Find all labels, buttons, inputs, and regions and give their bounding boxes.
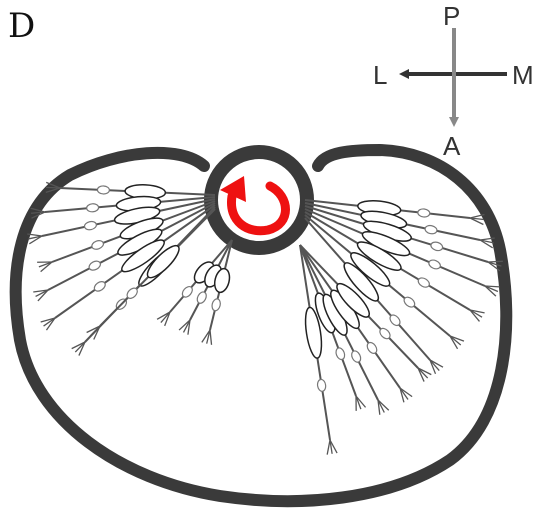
compass-label-medial: M bbox=[512, 60, 534, 90]
compass-label-lateral: L bbox=[373, 60, 387, 90]
compass-label-anterior: A bbox=[443, 131, 461, 161]
compass-label-posterior: P bbox=[443, 1, 460, 31]
neuron-fiber bbox=[202, 240, 232, 345]
orientation-compass: P A L M bbox=[373, 1, 534, 161]
